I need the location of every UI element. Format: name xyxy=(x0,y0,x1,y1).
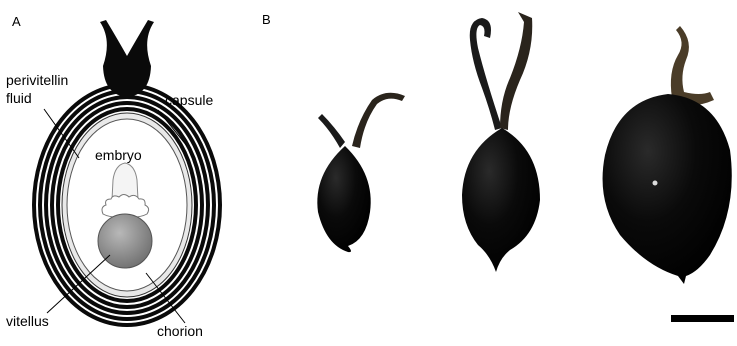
egg-capsule-small xyxy=(317,93,405,252)
panel-a: A perivitellin fluid xyxy=(6,14,220,339)
egg-small-left-horn xyxy=(318,114,345,148)
egg-capsule-large xyxy=(603,26,732,284)
label-chorion: chorion xyxy=(157,323,203,339)
egg-capsule-medium xyxy=(462,12,540,272)
egg-small-body xyxy=(317,146,370,252)
label-fluid: fluid xyxy=(6,90,32,106)
panel-a-letter: A xyxy=(12,14,21,29)
label-embryo: embryo xyxy=(95,147,142,163)
label-perivitellin: perivitellin xyxy=(6,72,68,88)
panel-b-letter: B xyxy=(262,12,271,27)
egg-large-body xyxy=(603,94,732,284)
scale-bar xyxy=(671,315,734,322)
egg-medium-body xyxy=(462,128,540,272)
label-vitellus: vitellus xyxy=(6,313,49,329)
egg-large-highlight xyxy=(653,181,658,186)
egg-large-horn xyxy=(671,26,714,105)
egg-medium-left-horn xyxy=(470,18,502,130)
label-capsule: capsule xyxy=(165,92,213,108)
panel-b: B xyxy=(262,12,734,322)
vitellus-yolk xyxy=(98,214,152,268)
egg-medium-right-horn xyxy=(500,12,532,130)
egg-small-right-horn xyxy=(352,93,405,148)
